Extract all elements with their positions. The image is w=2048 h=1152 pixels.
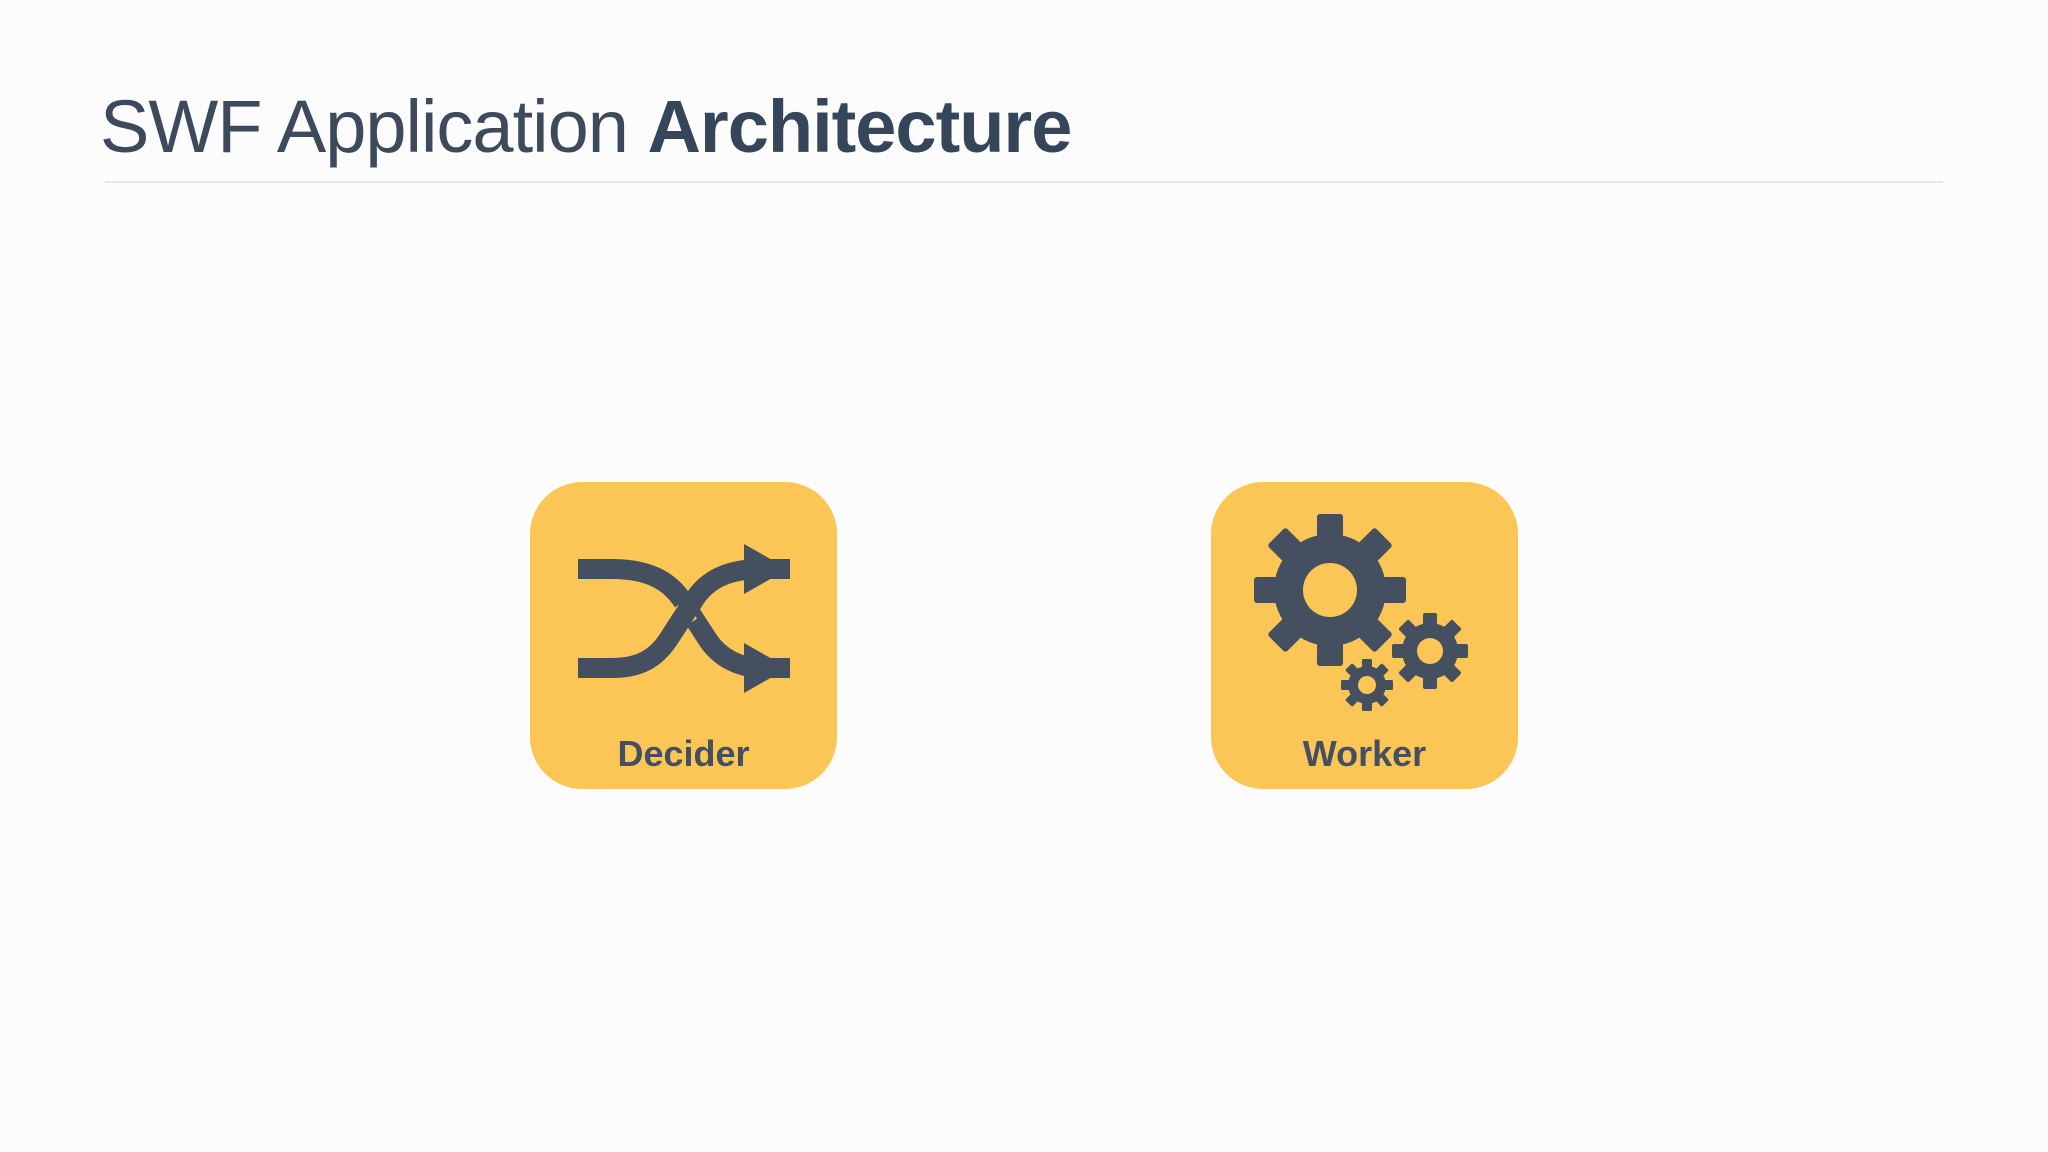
decider-label: Decider: [617, 733, 750, 774]
shuffle-icon: [578, 544, 790, 693]
slide-title: SWF Application Architecture: [100, 82, 1072, 172]
title-light: SWF Application: [100, 85, 629, 168]
title-divider: [105, 181, 1943, 183]
worker-label: Worker: [1302, 733, 1427, 774]
worker-tile: Worker: [1211, 482, 1518, 789]
title-bold: Architecture: [647, 85, 1072, 168]
gears-icon: [1254, 514, 1468, 711]
decider-tile: Decider: [530, 482, 837, 789]
